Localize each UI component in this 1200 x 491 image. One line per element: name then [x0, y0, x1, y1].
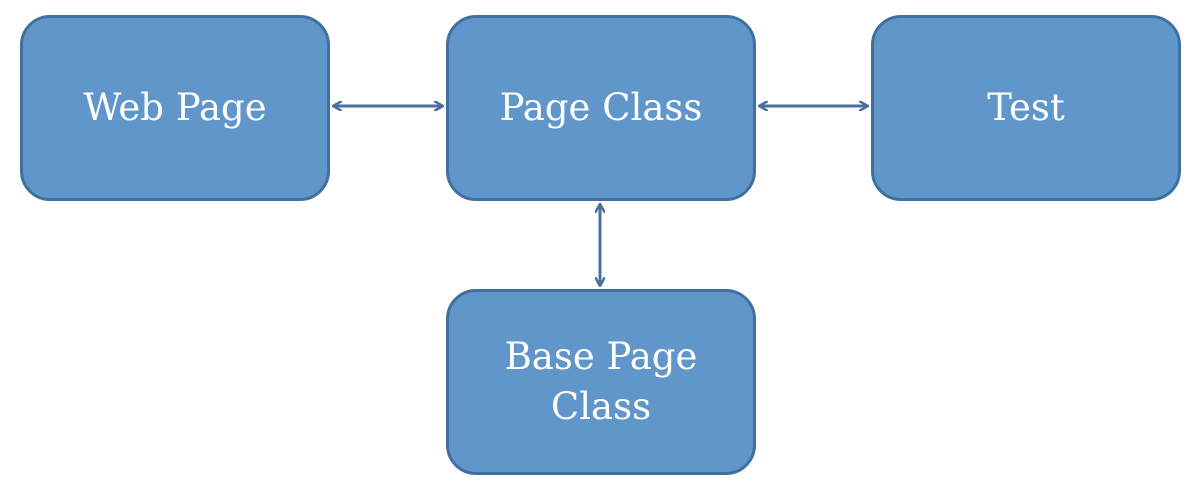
- node-test: Test: [871, 15, 1181, 201]
- node-web-page: Web Page: [20, 15, 330, 201]
- node-base-page-class-label: Base Page Class: [504, 335, 698, 428]
- node-base-page-class: Base Page Class: [446, 289, 756, 475]
- node-web-page-label: Web Page: [83, 86, 267, 130]
- node-page-class: Page Class: [446, 15, 756, 201]
- node-page-class-label: Page Class: [499, 86, 703, 130]
- node-test-label: Test: [987, 86, 1065, 130]
